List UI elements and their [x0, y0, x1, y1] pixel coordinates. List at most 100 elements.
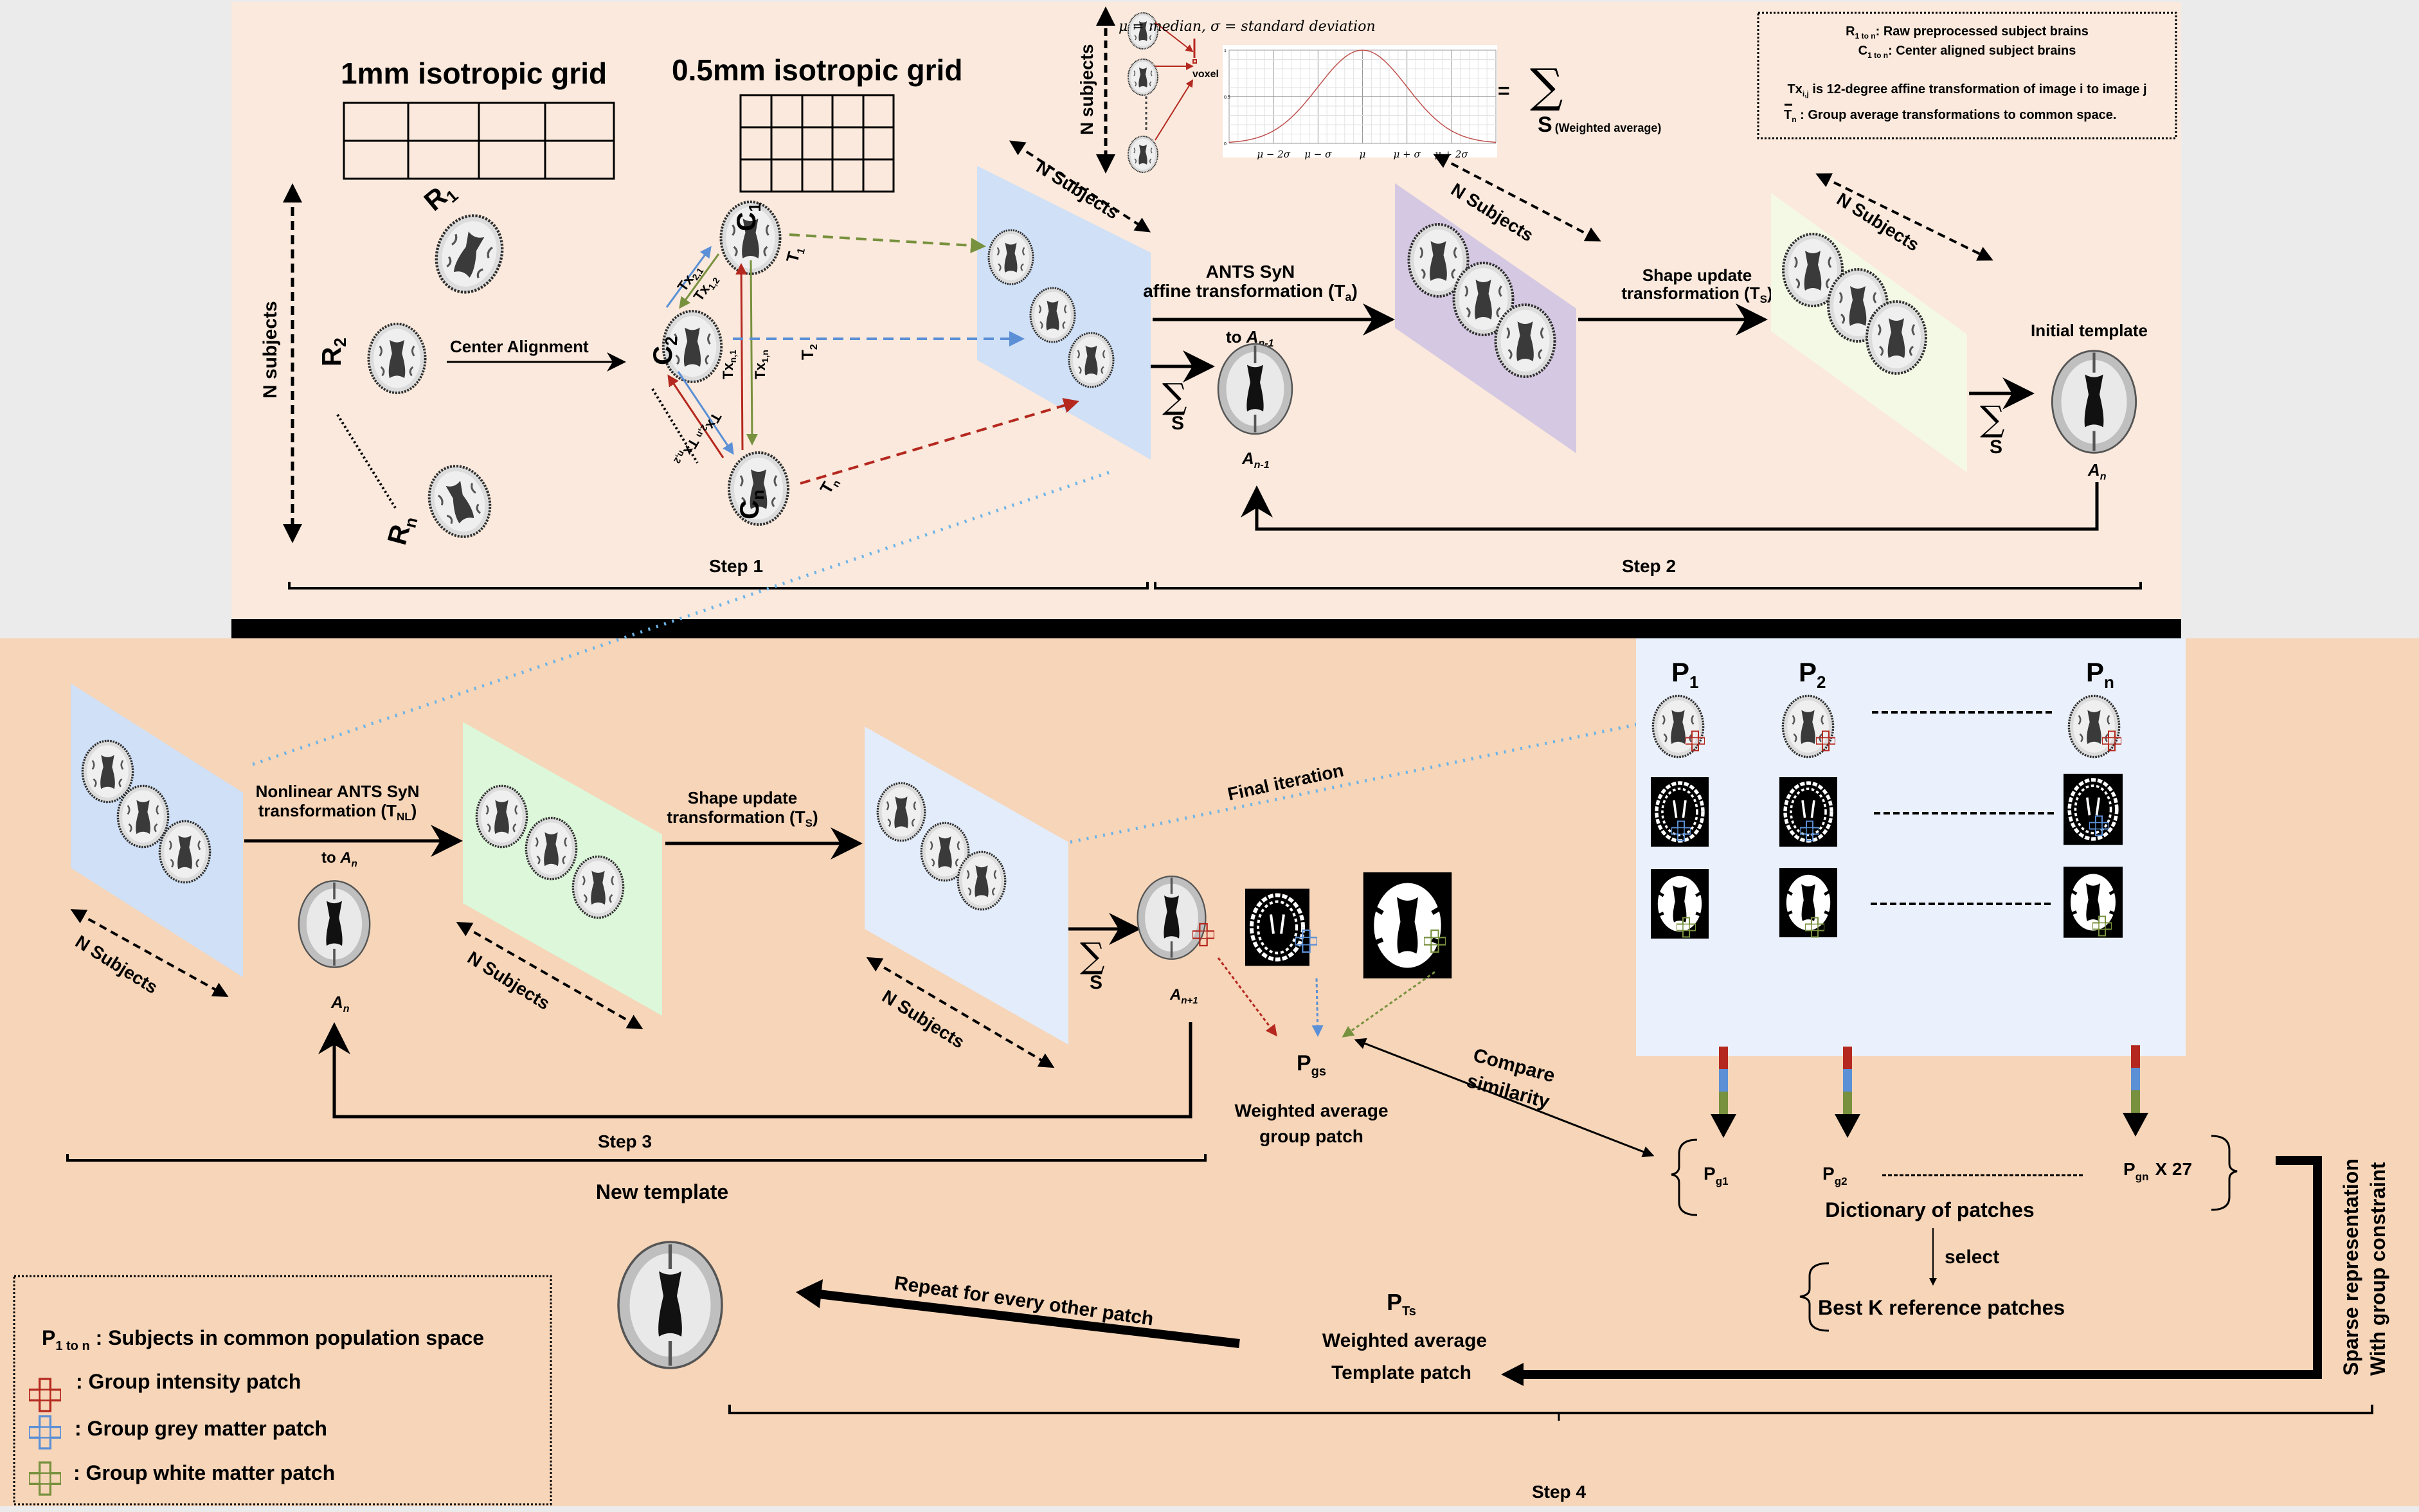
label-pg1: Pg1: [1704, 1164, 1729, 1187]
step1-bracket: [288, 582, 1149, 590]
pts-label: PTs: [1387, 1289, 1416, 1318]
step2-bracket: [1154, 582, 2142, 590]
label-c1: C1: [731, 203, 764, 231]
sparse-line2: With group constraint: [2366, 1162, 2389, 1376]
subject-pn-grey: [2064, 774, 2123, 845]
to-an-1-label: to An-1: [1226, 327, 1274, 349]
label-pn: Pn: [2086, 657, 2114, 692]
mu-sigma-formula: μ = median, σ = standard deviation: [1119, 19, 1376, 35]
chart-y-tick-label: 1: [1224, 49, 1227, 53]
subject-p2-intensity: [1781, 694, 1835, 759]
output-brain-1: [877, 783, 925, 841]
subject-p2-white: [1779, 868, 1837, 937]
txn1-arrow: [735, 263, 748, 451]
chart-x-tick-label: μ − 2σ: [1257, 148, 1290, 160]
label-an1: An+1: [1169, 986, 1198, 1006]
label-p1: P1: [1671, 657, 1698, 692]
voxel-brain-2: [1127, 58, 1159, 96]
grid-1mm: [343, 102, 615, 180]
chart-x-tick-label: μ: [1360, 148, 1366, 160]
select-label: select: [1945, 1246, 1999, 1268]
nonlinear-brain-1: [476, 786, 526, 847]
sum-s-4: S: [1090, 972, 1102, 993]
pts-line2: Template patch: [1331, 1362, 1471, 1383]
label-an: An: [2087, 460, 2107, 482]
chart-background: [1223, 45, 1497, 158]
legend-grey: : Group grey matter patch: [75, 1417, 327, 1440]
sum-symbol: ∑: [1530, 59, 1563, 113]
subject-pn-intensity: [2067, 694, 2121, 759]
sparse-line1: Sparse representation: [2339, 1158, 2362, 1376]
step1-label: Step 1: [709, 556, 763, 576]
compare-similarity-arrow: [1354, 1038, 1655, 1158]
tx21-arrow: [665, 246, 712, 308]
center-alignment-label: Center Alignment: [450, 337, 589, 356]
n-subjects-diag-arrow-6: [866, 957, 1055, 1068]
tx1n-arrow: [746, 260, 758, 446]
sum-symbol-4: ∑: [1080, 935, 1105, 976]
voxel-n-subjects: N subjects: [1077, 44, 1097, 135]
ants-affine-line1: ANTS SyN: [1206, 262, 1295, 282]
chart-series-gaussian: [1228, 50, 1497, 143]
subject-p2-grey: [1779, 777, 1837, 847]
grid-05mm: [739, 94, 895, 193]
dictionary-brace-right: [2211, 1135, 2238, 1211]
nonlinear-line1: Nonlinear ANTS SyN: [256, 782, 420, 801]
sum-s-2: S: [1171, 413, 1184, 434]
label-an-1: An-1: [1241, 449, 1270, 471]
voxel-weighting-inset: N subjects voxel μ = median, σ = standar…: [1077, 6, 1661, 174]
tx12-arrow: [679, 253, 720, 309]
pgs-label: Pgs: [1297, 1051, 1326, 1079]
plane-brain-3: [1068, 332, 1115, 388]
shape-update-line2: transformation (TS): [1621, 284, 1772, 305]
template-an1-intensity: [1136, 875, 1207, 960]
step3-brain-2: [118, 786, 168, 847]
n-subjects-diag-arrow-5: [456, 922, 643, 1029]
step2-section: ANTS SyN affine transformation (Ta) to A…: [1143, 154, 2148, 590]
legend-bottom: P1 to n : Subjects in common population …: [13, 1275, 552, 1506]
initial-template-label: Initial template: [2031, 321, 2148, 340]
voxel-brain-3: [1127, 135, 1159, 174]
divider-bar: [231, 619, 2181, 638]
shape-update-line1: Shape update: [1642, 266, 1752, 285]
step4-label: Step 4: [1532, 1482, 1586, 1502]
grid-05mm-title: 0.5mm isotropic grid: [672, 53, 962, 87]
raw-brain-r2: [368, 324, 425, 393]
txn2-arrow: [667, 374, 724, 458]
step4-bracket: [728, 1405, 2373, 1414]
nonlinear-line2: transformation (TNL): [258, 801, 417, 823]
label-t2: T2: [798, 344, 820, 360]
feedback-loop-arrow: [1241, 482, 2099, 531]
dictionary-brace-left: [1671, 1138, 1698, 1216]
legend-tn-line: Tn : Group average transformations to co…: [1784, 108, 2116, 124]
sum-symbol-2: ∑: [1162, 376, 1187, 417]
sum-s-3: S: [1990, 437, 2002, 458]
nonlinear-brain-3: [573, 856, 623, 917]
output-brain-3: [958, 852, 1005, 910]
equals-sign: =: [1498, 79, 1510, 102]
subject-p1-intensity: [1651, 694, 1705, 759]
label-t1: T1: [782, 244, 807, 266]
label-cn: Cn: [734, 490, 768, 519]
new-template-brain: [618, 1242, 722, 1368]
repeat-arrow: [813, 1289, 1240, 1348]
patch-grid: [1651, 694, 2123, 939]
label-r2: R2: [316, 338, 350, 366]
step3-bracket: [66, 1154, 1207, 1162]
legend-r-line: R1 to n: Raw preprocessed subject brains: [1846, 24, 2089, 40]
chart-y-tick-label: 0.5: [1224, 96, 1230, 100]
step3-loop-arrow: [318, 1022, 1192, 1119]
grey-matter-map: [1245, 889, 1309, 966]
patch-vector-arrows: [1711, 1045, 2148, 1138]
template-an-1: [1217, 343, 1293, 435]
shape-update3-line2: transformation (TS): [667, 807, 818, 829]
n-subjects-diag-arrow-3: [1815, 173, 1993, 261]
subject-p1-white: [1651, 869, 1709, 939]
chart-x-tick-label: μ − σ: [1304, 148, 1332, 160]
step3-brain-1: [82, 741, 132, 802]
subject-p1-grey: [1651, 777, 1709, 847]
pgs-line1: Weighted average: [1234, 1101, 1388, 1120]
pts-line1: Weighted average: [1322, 1330, 1487, 1351]
step3-brain-3: [159, 821, 210, 882]
step2-label: Step 2: [1622, 556, 1676, 576]
